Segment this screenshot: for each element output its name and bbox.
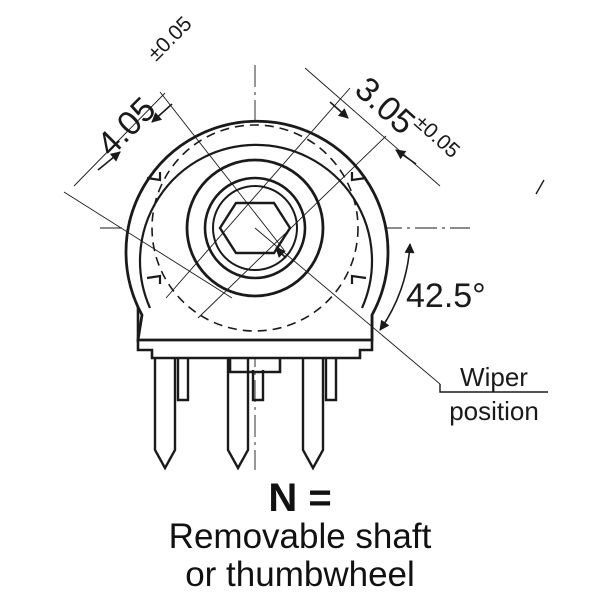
d1-value: 4.05 (90, 90, 164, 164)
d1-tolerance: ±0.05 (143, 12, 196, 65)
wiper-label-line2: position (449, 396, 539, 426)
wiper-label-line1: Wiper (460, 362, 528, 392)
caption-line2: or thumbwheel (185, 555, 415, 594)
d2-value: 3.05 (348, 70, 423, 143)
angle-label: 42.5° (406, 277, 486, 315)
caption-title: N = (268, 476, 332, 520)
caption-line1: Removable shaft (168, 517, 432, 556)
terminal-pins (153, 358, 338, 471)
d2-tolerance: ±0.05 (410, 111, 464, 163)
wiper-callout: Wiper position (439, 362, 548, 426)
wiper-angle: 42.5° (254, 227, 486, 385)
